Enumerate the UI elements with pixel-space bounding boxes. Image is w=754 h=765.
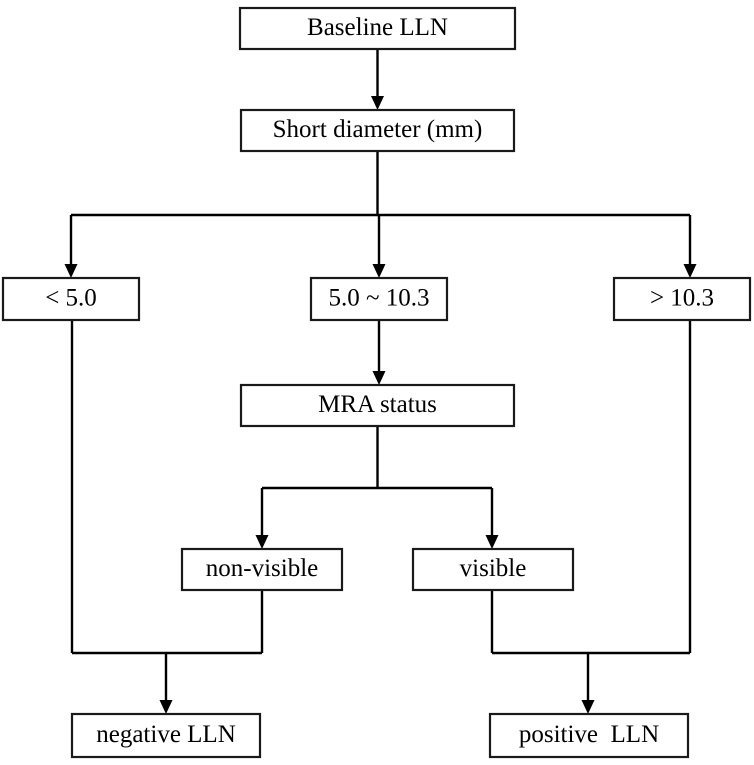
- arrow-head-icon: [64, 264, 78, 278]
- node-box: [238, 6, 517, 51]
- arrow-head-icon: [371, 96, 384, 110]
- node-box: [239, 108, 516, 153]
- edge-mid-to-mra: [372, 320, 386, 385]
- node-non-visible[interactable]: non-visible: [180, 547, 344, 592]
- edge-merge-right-to-positive: [581, 653, 595, 714]
- edge-merge-left-to-negative: [159, 653, 173, 714]
- node-gt-10-3[interactable]: > 10.3: [612, 276, 752, 322]
- edge-mra-to-split-bar: [262, 426, 492, 490]
- edge-branch-to-lt5: [64, 215, 78, 278]
- node-box: [309, 276, 449, 322]
- node-box: [411, 547, 575, 592]
- node-negative-lln[interactable]: negative LLN: [70, 712, 262, 759]
- node-box: [180, 547, 344, 592]
- node-label-non-visible: non-visible: [206, 555, 319, 582]
- node-box: [612, 276, 752, 322]
- node-positive-lln[interactable]: positive LLN: [488, 712, 690, 759]
- node-box: [1, 276, 141, 322]
- node-label-visible: visible: [460, 555, 527, 582]
- node-label-mra-status: MRA status: [318, 391, 437, 418]
- node-lt-5[interactable]: < 5.0: [1, 276, 141, 322]
- arrow-head-icon: [683, 264, 697, 278]
- node-label-positive-lln: positive LLN: [519, 721, 659, 748]
- node-label-lt-5: < 5.0: [45, 285, 97, 312]
- node-mra-status[interactable]: MRA status: [239, 383, 516, 428]
- node-short-diameter[interactable]: Short diameter (mm): [239, 108, 516, 153]
- node-label-short-diameter: Short diameter (mm): [273, 116, 483, 143]
- node-baseline-lln[interactable]: Baseline LLN: [238, 6, 517, 51]
- arrow-head-icon: [485, 535, 499, 549]
- node-box: [239, 383, 516, 428]
- node-label-baseline-lln: Baseline LLN: [307, 14, 448, 41]
- edge-branch-to-gt103: [683, 215, 697, 278]
- arrow-head-icon: [159, 700, 173, 714]
- arrow-head-icon: [581, 700, 595, 714]
- node-range-5-to-10-3[interactable]: 5.0 ~ 10.3: [309, 276, 449, 322]
- arrow-head-icon: [255, 535, 269, 549]
- edge-baseline-to-short-diameter: [371, 49, 384, 110]
- node-visible[interactable]: visible: [411, 547, 575, 592]
- arrow-head-icon: [372, 371, 386, 385]
- node-label-range-5-to-10-3: 5.0 ~ 10.3: [328, 285, 429, 312]
- node-label-negative-lln: negative LLN: [96, 721, 236, 748]
- node-box: [488, 712, 690, 759]
- arrow-head-icon: [372, 264, 386, 278]
- node-label-gt-10-3: > 10.3: [650, 285, 714, 312]
- edge-mra-to-nonvisible: [255, 488, 269, 549]
- edge-branch-to-mid: [372, 215, 386, 278]
- edge-mra-to-visible: [485, 488, 499, 549]
- node-box: [70, 712, 262, 759]
